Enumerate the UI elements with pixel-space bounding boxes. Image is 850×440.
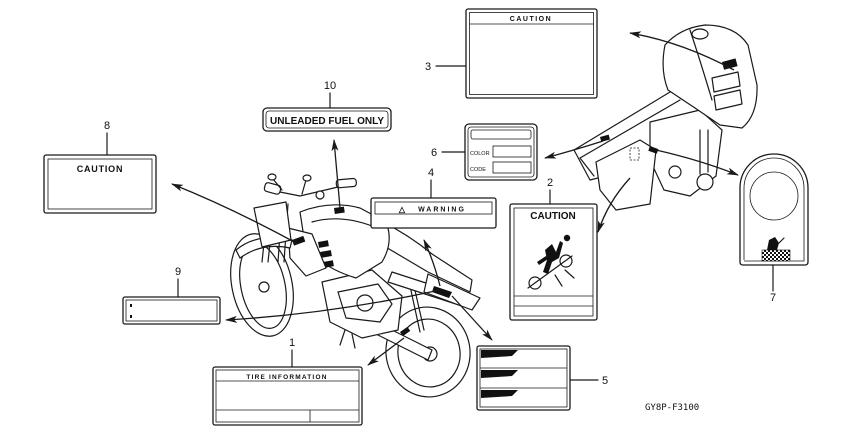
label-1-tire-information: TIRE INFORMATION: [212, 366, 363, 426]
leader-arrow-1: [367, 337, 405, 366]
leader-arrow-2: [597, 177, 631, 233]
label-5: [476, 345, 571, 411]
callout-5-number: 5: [602, 375, 608, 387]
code-field-label: CODE: [470, 167, 486, 173]
warning-triangle-icon: △: [398, 205, 406, 214]
leader-arrow-9: [225, 289, 441, 323]
label-6-color-code: COLOR CODE: [464, 123, 538, 181]
label-9: [122, 296, 221, 325]
callout-9: 9: [175, 266, 181, 298]
leader-arrow-3: [629, 31, 735, 71]
leader-arrow-8: [171, 183, 299, 245]
diagram-code: GY8P-F3100: [645, 403, 699, 413]
label-8-header: CAUTION: [77, 164, 124, 174]
top-fuel-tank: [662, 24, 758, 129]
label-10-text: UNLEADED FUEL ONLY: [270, 115, 384, 127]
label-1-header: TIRE INFORMATION: [246, 374, 327, 381]
rider-warning-icon: [527, 234, 575, 290]
callout-4-number: 4: [428, 167, 434, 179]
callout-2-number: 2: [547, 177, 553, 189]
handlebar: [263, 173, 357, 200]
callout-3: 3: [425, 61, 467, 73]
label-2-header: CAUTION: [530, 211, 576, 222]
callout-6: 6: [431, 147, 466, 159]
label-7-fuel-cap: [739, 153, 809, 266]
label-4-header: WARNING: [418, 207, 466, 214]
label-3-caution: CAUTION: [465, 8, 598, 99]
callout-1: 1: [289, 337, 295, 368]
callout-7-number: 7: [770, 292, 776, 304]
callout-10: 10: [324, 80, 336, 109]
fuel-nozzle-icon: [761, 237, 791, 262]
leader-arrow-4: [423, 239, 441, 287]
callout-3-number: 3: [425, 61, 431, 73]
leader-arrows: [171, 31, 739, 366]
callout-10-number: 10: [324, 80, 336, 92]
label-3-header: CAUTION: [510, 16, 552, 23]
motorcycle-illustration: [230, 173, 481, 398]
side-cover: [595, 134, 659, 211]
callout-5: 5: [569, 375, 608, 387]
leader-arrow-5: [451, 295, 493, 341]
callout-6-number: 6: [431, 147, 437, 159]
color-field-label: COLOR: [470, 151, 490, 157]
leader-arrow-6: [544, 140, 604, 159]
callout-1-number: 1: [289, 337, 295, 349]
label-4-warning: △ WARNING: [370, 197, 497, 229]
leader-arrow-10: [331, 139, 341, 209]
callout-4: 4: [428, 167, 434, 199]
leader-arrow-7: [655, 149, 739, 176]
callout-8: 8: [104, 120, 110, 156]
callout-8-number: 8: [104, 120, 110, 132]
frame-tank-illustration: [573, 24, 758, 211]
label-8-caution: CAUTION: [43, 154, 157, 214]
callout-2: 2: [547, 177, 553, 205]
label-2-caution: CAUTION: [509, 203, 598, 321]
callout-9-number: 9: [175, 266, 181, 278]
engine-airbox: [649, 109, 723, 197]
label-10-unleaded-fuel: UNLEADED FUEL ONLY: [262, 107, 392, 132]
callout-7: 7: [770, 264, 776, 304]
